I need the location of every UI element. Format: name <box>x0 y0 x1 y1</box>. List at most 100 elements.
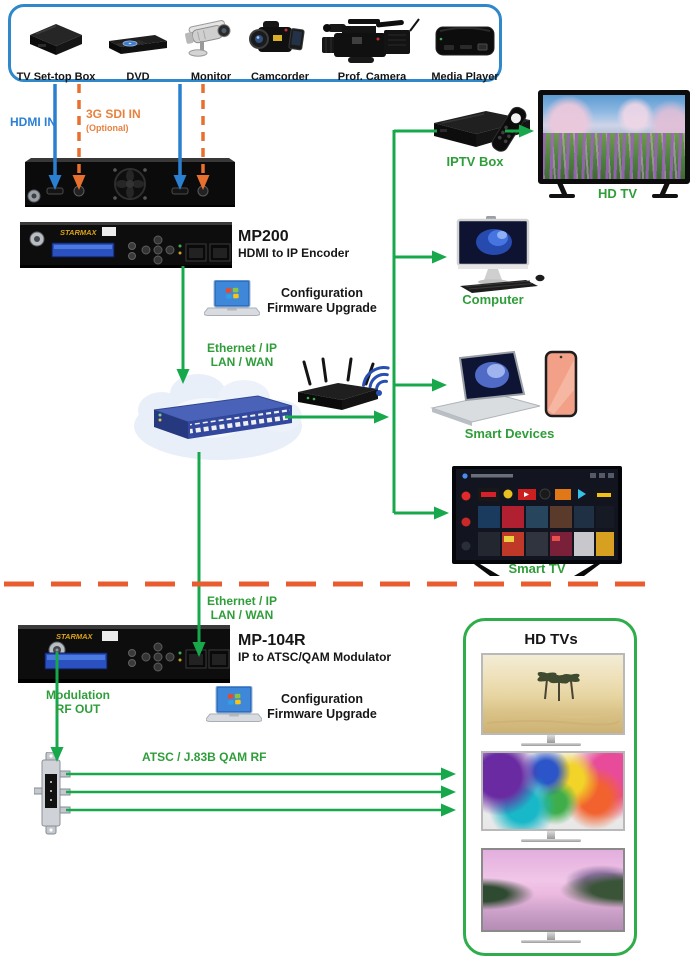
brand-logo: STARMAX <box>56 632 94 641</box>
splitter-output-port-2 <box>59 788 71 796</box>
modulator-config-line2: Firmware Upgrade <box>267 707 377 721</box>
down-button <box>153 662 163 672</box>
remote-control-icon <box>491 106 527 152</box>
sdi-port-2 <box>197 185 209 197</box>
sdi-port-1 <box>73 185 85 197</box>
modulator-config-line1: Configuration <box>281 692 363 706</box>
hdmi-in-label: HDMI IN <box>10 115 56 129</box>
exit-button <box>128 659 136 667</box>
tv-base <box>521 839 581 842</box>
source-label: DVD <box>126 71 150 83</box>
palm-trees-decoration <box>486 672 620 726</box>
encoder-config-line1: Configuration <box>281 286 363 300</box>
modulator-model-label: MP-104R <box>238 632 306 649</box>
modulation-label-line1: Modulation <box>46 688 110 702</box>
prof-camera-icon <box>322 18 420 63</box>
ethernet-upper-line2: LAN / WAN <box>210 355 274 369</box>
camcorder-icon <box>249 21 305 52</box>
mouse-icon <box>535 274 545 282</box>
encoder-config-line2: Firmware Upgrade <box>267 301 377 315</box>
right-button <box>165 652 175 662</box>
iptv-box-label: IPTV Box <box>446 154 504 169</box>
config-laptop-icon <box>206 686 262 722</box>
menu-button <box>128 242 136 250</box>
windows-logo-icon <box>227 693 241 705</box>
splitter-output-port-1 <box>59 770 71 778</box>
up-button <box>153 235 163 245</box>
ethernet-upper-line1: Ethernet / IP <box>206 341 277 355</box>
smart-devices-image <box>430 350 578 426</box>
smart-tv-image <box>452 466 622 576</box>
hdtv-desert-image <box>481 653 625 735</box>
exit-button <box>128 252 136 260</box>
encoder-rear-panel-image <box>25 158 235 207</box>
encoder-front-panel-image: STARMAX <box>20 222 232 268</box>
left-button <box>141 652 151 662</box>
tv-base <box>521 940 581 943</box>
encoder-description-label: HDMI to IP Encoder <box>238 246 350 260</box>
sdi-optional-label: (Optional) <box>86 123 129 133</box>
source-devices-panel: TV Set-top Box DVD <box>8 4 505 83</box>
source-label: Camcorder <box>250 71 310 83</box>
rf-splitter-image <box>34 752 71 835</box>
source-label: TV Set-top Box <box>16 71 96 83</box>
splitter-output-port-3 <box>59 806 71 814</box>
hdmi-port-1 <box>46 187 64 195</box>
tv-foot-bar <box>549 194 575 198</box>
encoder-model-label: MP200 <box>238 228 289 245</box>
iptv-box-image <box>434 106 530 152</box>
security-camera-icon <box>185 20 231 57</box>
source-label: Monitor <box>190 71 232 83</box>
down-button <box>153 255 163 265</box>
source-monitor: Monitor <box>175 17 247 83</box>
up-button <box>153 642 163 652</box>
ethernet-lower-line2: LAN / WAN <box>210 608 274 622</box>
tv-pedestal <box>547 735 555 743</box>
right-button <box>165 245 175 255</box>
computer-image <box>456 216 545 293</box>
wifi-icon <box>362 366 390 396</box>
hd-badge <box>102 227 116 236</box>
smart-devices-label: Smart Devices <box>464 426 555 441</box>
dvd-player-icon <box>109 35 167 54</box>
switch-ports <box>190 409 290 437</box>
source-camcorder: Camcorder <box>245 17 315 83</box>
sdi-in-label: 3G SDI IN <box>86 107 141 121</box>
ethernet-lower-line1: Ethernet / IP <box>206 594 277 608</box>
source-label: Media Player <box>431 71 499 83</box>
hdmi-port-2 <box>171 187 189 195</box>
modulation-label-line2: RF OUT <box>55 702 101 716</box>
hdtv-lake-image <box>481 848 625 932</box>
media-player-icon <box>435 26 495 56</box>
tv-set-top-box-icon <box>30 24 82 55</box>
hd-tv-label: HD TV <box>598 186 637 201</box>
source-tv-set-top-box: TV Set-top Box <box>13 17 99 83</box>
hdtv-color-image <box>481 751 625 831</box>
ok-button <box>153 245 163 255</box>
tv-pedestal <box>547 932 555 940</box>
hd-tv-image <box>538 90 690 184</box>
hdtvs-group-box: HD TVs <box>463 618 637 956</box>
hd-badge <box>102 631 118 641</box>
source-media-player: Media Player <box>425 17 505 83</box>
computer-label: Computer <box>462 292 524 307</box>
tv-foot-bar <box>652 194 678 198</box>
hdtvs-group-title: HD TVs <box>524 631 578 648</box>
hd-tv-screen <box>543 95 685 179</box>
left-button <box>141 245 151 255</box>
modulator-description-label: IP to ATSC/QAM Modulator <box>238 650 392 664</box>
wifi-router-image <box>298 357 378 410</box>
smart-tv-label: Smart TV <box>508 561 566 576</box>
source-label: Prof. Camera <box>337 71 407 83</box>
ethernet-switch-image <box>153 395 293 439</box>
ok-button <box>153 652 163 662</box>
modulator-front-panel-image: STARMAX <box>18 625 230 683</box>
splitter-input-port <box>34 787 43 795</box>
brand-logo: STARMAX <box>60 228 98 237</box>
source-prof-camera: Prof. Camera <box>317 17 427 83</box>
windows-logo-icon <box>225 287 239 299</box>
config-laptop-icon <box>204 280 260 316</box>
tv-pedestal <box>547 831 555 839</box>
source-dvd: DVD <box>103 17 173 83</box>
